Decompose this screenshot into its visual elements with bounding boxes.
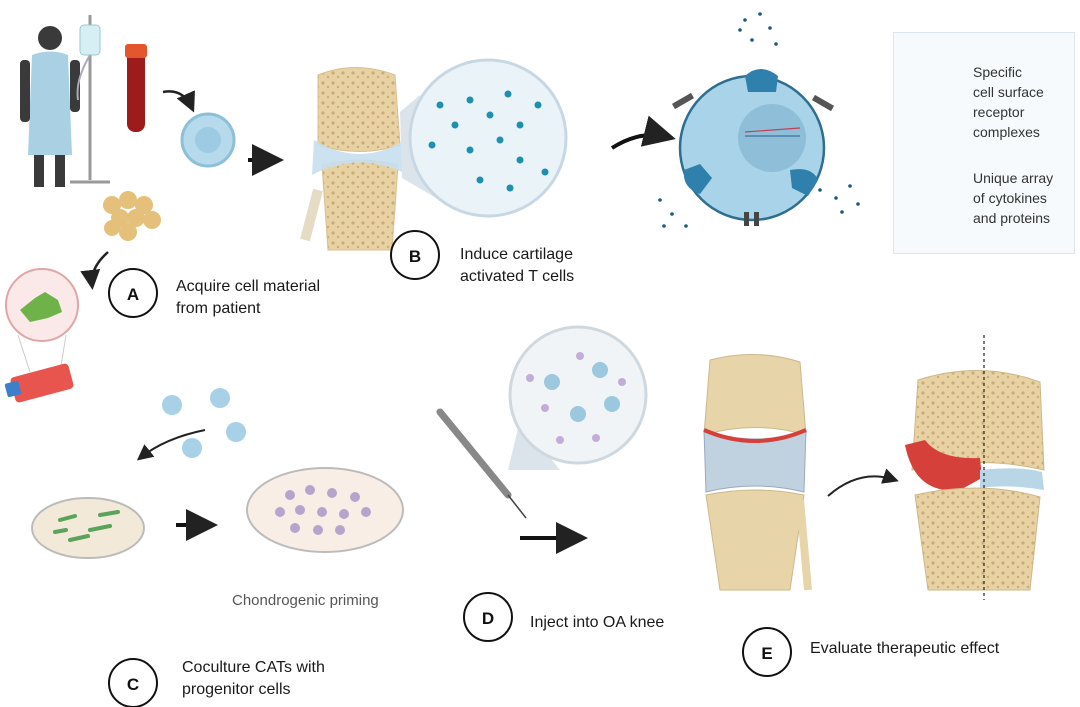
syringe	[436, 408, 527, 519]
legend-box	[893, 32, 1075, 254]
zoom-circle-d	[508, 325, 648, 465]
step-d-badge: D	[463, 592, 513, 642]
legend-cytokine-line1: Unique array	[973, 170, 1054, 186]
legend-cytokine-line3: and proteins	[973, 210, 1051, 226]
t-cell-isolated	[180, 112, 236, 168]
iv-stand	[70, 15, 110, 184]
step-e-line1: Evaluate therapeutic effect	[810, 640, 1000, 657]
arrow-a1	[162, 90, 195, 113]
legend-receptor-line3: receptor	[973, 104, 1025, 120]
arrow-b-to-cell	[610, 115, 676, 150]
step-b-line2: activated T cells	[460, 268, 575, 285]
oa-knee-front	[703, 354, 812, 591]
legend-receptor-line2: cell surface	[973, 84, 1044, 100]
step-c-line1: Coculture CATs with	[182, 659, 325, 676]
cat-cells-cluster	[162, 388, 246, 458]
oa-knee-section	[905, 370, 1045, 591]
culture-flask	[4, 363, 74, 403]
legend-receptor-line4: complexes	[973, 124, 1040, 140]
blood-tube	[125, 44, 147, 132]
legend-receptor-line1: Specific	[973, 64, 1023, 80]
step-b-line1: Induce cartilage	[460, 246, 573, 263]
cell-cluster	[103, 191, 161, 241]
chondrogenic-priming-label: Chondrogenic priming	[232, 592, 379, 609]
progenitor-cell-inset	[5, 268, 79, 373]
step-c-line2: progenitor cells	[182, 681, 291, 698]
step-a-line1: Acquire cell material	[176, 278, 321, 295]
step-a-badge: A	[108, 268, 158, 318]
step-e-badge: E	[742, 627, 792, 677]
arrow-e	[827, 468, 899, 497]
arrow-a2	[80, 251, 109, 290]
step-c-badge: C	[108, 658, 158, 707]
knee-joint-b	[300, 67, 408, 251]
arrow-c1	[136, 429, 206, 461]
step-d-line1: Inject into OA knee	[530, 614, 665, 631]
step-a-line2: from patient	[176, 300, 261, 317]
legend-cytokine-line2: of cytokines	[973, 190, 1047, 206]
cytokine-dots	[658, 12, 860, 228]
petri-dish-chondro	[246, 467, 404, 553]
patient-figure	[20, 26, 80, 187]
zoom-circle-b	[408, 58, 568, 218]
activated-t-cell	[671, 69, 835, 226]
step-b-badge: B	[390, 230, 440, 280]
petri-dish-green	[31, 497, 145, 559]
